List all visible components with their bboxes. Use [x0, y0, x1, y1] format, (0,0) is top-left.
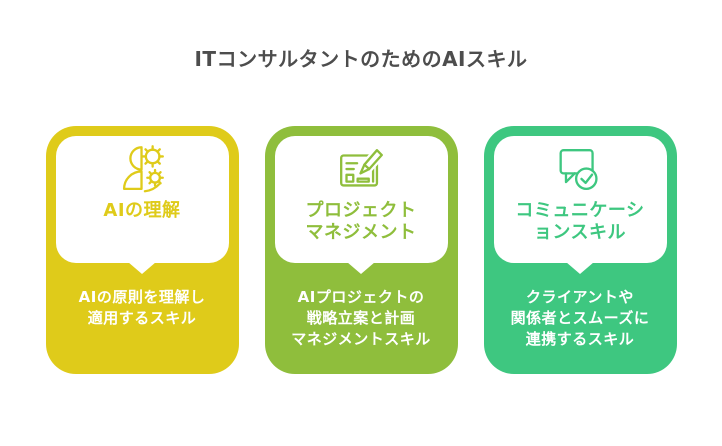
card-description: クライアントや 関係者とスムーズに 連携するスキル: [510, 288, 650, 348]
card-label: プロジェクト マネジメント: [305, 200, 417, 244]
page-title: ITコンサルタントのためのAIスキル: [194, 47, 528, 71]
card-label: コミュニケーシ ョンスキル: [515, 200, 645, 244]
card-communication-skill: コミュニケーシ ョンスキル クライアントや 関係者とスムーズに 連携するスキル: [483, 126, 677, 374]
cards-row: AIの理解 AIの原則を理解し 適用するスキル: [0, 126, 722, 374]
card-bubble: AIの理解: [55, 136, 229, 263]
card-description: AIの原則を理解し 適用するスキル: [78, 288, 206, 327]
card-ai-understanding: AIの理解 AIの原則を理解し 適用するスキル: [45, 126, 239, 374]
plan-pencil-icon: [331, 141, 391, 199]
person-gears-icon: [112, 141, 172, 199]
card-bubble: プロジェクト マネジメント: [274, 136, 448, 263]
chat-check-icon: [550, 141, 610, 199]
card-description: AIプロジェクトの 戦略立案と計画 マネジメントスキル: [291, 288, 431, 348]
card-project-management: プロジェクト マネジメント AIプロジェクトの 戦略立案と計画 マネジメントスキ…: [264, 126, 458, 374]
card-bubble: コミュニケーシ ョンスキル: [493, 136, 667, 263]
card-label: AIの理解: [103, 200, 181, 221]
